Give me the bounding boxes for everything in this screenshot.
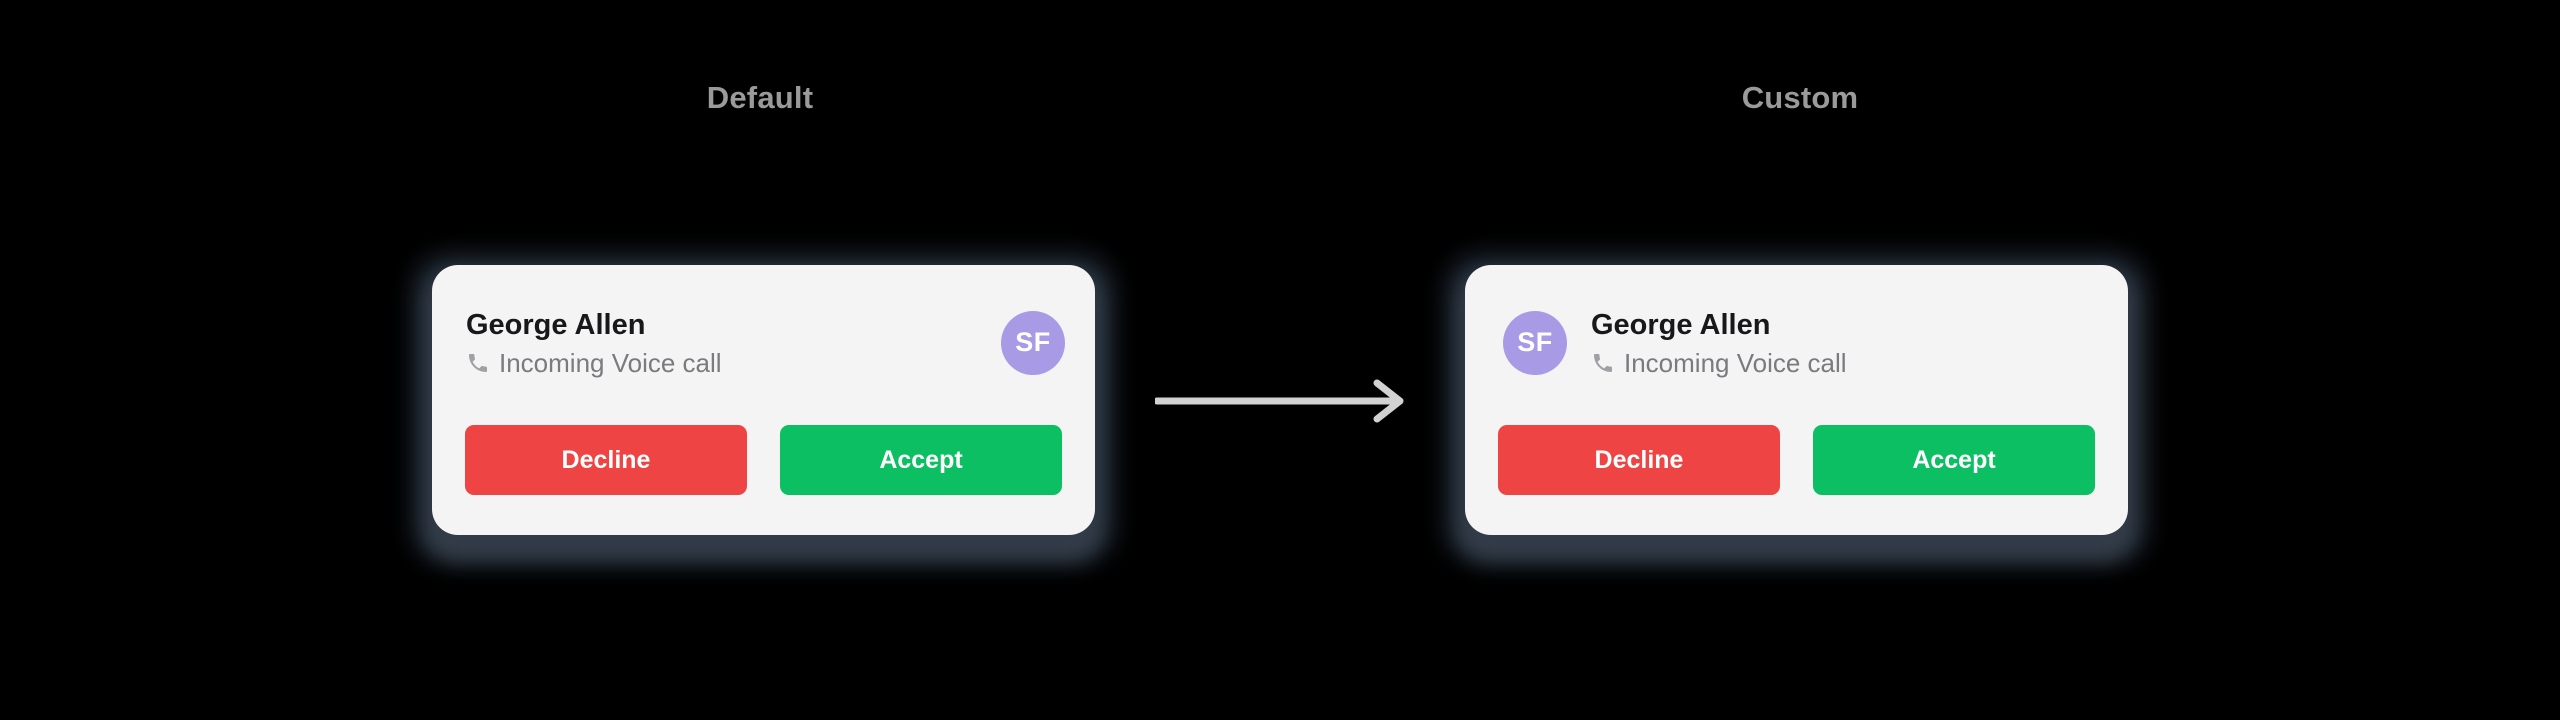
default-avatar: SF	[1001, 310, 1065, 375]
custom-incoming-call-card[interactable]: SF George Allen Incoming Voice call Decl	[1465, 265, 2128, 535]
default-accept-button[interactable]: Accept	[780, 425, 1062, 495]
custom-call-status: Incoming Voice call	[1591, 347, 1847, 379]
column-title-default: Default	[706, 80, 814, 115]
custom-accept-button[interactable]: Accept	[1813, 425, 2095, 495]
default-decline-button[interactable]: Decline	[465, 425, 747, 495]
custom-card-actions: Decline Accept	[1498, 425, 2095, 495]
phone-icon	[1591, 351, 1615, 375]
phone-icon	[466, 351, 490, 375]
default-incoming-call-card[interactable]: George Allen Incoming Voice call SF Decl…	[432, 265, 1095, 535]
default-card-header: George Allen Incoming Voice call SF	[432, 265, 1095, 420]
default-call-status: Incoming Voice call	[466, 347, 722, 379]
default-call-status-text: Incoming Voice call	[499, 347, 722, 378]
custom-caller-name: George Allen	[1591, 308, 1771, 341]
custom-avatar: SF	[1503, 310, 1567, 375]
default-caller-identity: George Allen Incoming Voice call	[466, 307, 722, 379]
default-call-card-wrapper: George Allen Incoming Voice call SF Decl…	[414, 255, 1113, 563]
column-title-custom: Custom	[1741, 80, 1859, 115]
custom-call-status-text: Incoming Voice call	[1624, 347, 1847, 378]
default-card-actions: Decline Accept	[465, 425, 1062, 495]
custom-caller-identity: George Allen Incoming Voice call	[1591, 307, 1847, 379]
custom-call-card-wrapper: SF George Allen Incoming Voice call Decl	[1447, 255, 2146, 563]
custom-card-header: SF George Allen Incoming Voice call	[1465, 265, 2128, 420]
custom-decline-button[interactable]: Decline	[1498, 425, 1780, 495]
default-caller-name: George Allen	[466, 308, 646, 341]
arrow-right-icon	[1155, 378, 1410, 424]
